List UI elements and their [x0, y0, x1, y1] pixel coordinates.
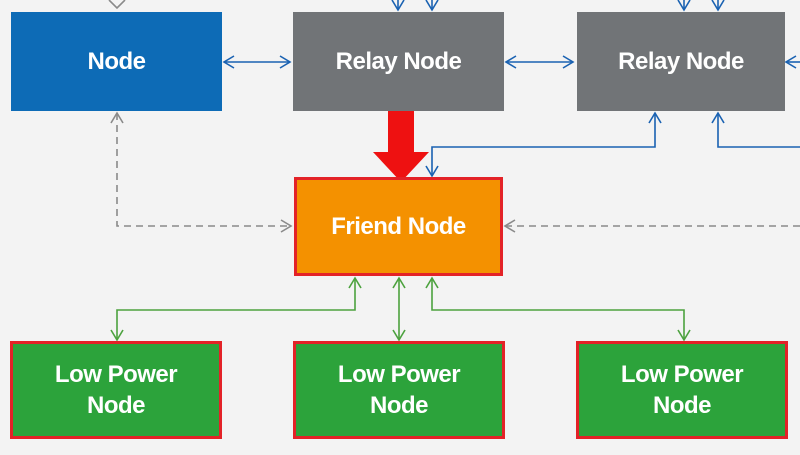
low-power-node-label-line2: Node [370, 392, 429, 419]
friend-node-box: Friend Node [294, 177, 503, 276]
link-node-top [108, 0, 126, 10]
low-power-node-label-line2: Node [653, 392, 712, 419]
link-friend-lpn3 [425, 276, 691, 342]
link-friend-lpn1 [110, 276, 362, 342]
friend-node-label: Friend Node [331, 213, 466, 240]
relay-node-label-2: Relay Node [618, 48, 744, 75]
low-power-node-box-1: Low Power Node [10, 341, 222, 439]
relay-node-label-1: Relay Node [335, 48, 462, 75]
link-node-friend-dashed [110, 111, 293, 233]
relay-node-box-2: Relay Node [577, 12, 785, 111]
low-power-node-label-line1: Low Power [337, 361, 461, 388]
low-power-node-box-2: Low Power Node [293, 341, 505, 439]
link-relay2-offscreen-lower [711, 111, 800, 148]
low-power-node-label-line1: Low Power [54, 361, 178, 388]
node-label: Node [87, 48, 147, 75]
low-power-node-label-line2: Node [87, 392, 146, 419]
highlight-arrow [373, 108, 429, 182]
low-power-node-box-3: Low Power Node [576, 341, 788, 439]
relay-node-box-1: Relay Node [293, 12, 504, 111]
node-box: Node [11, 12, 222, 111]
low-power-node-label-line1: Low Power [620, 361, 744, 388]
link-relay2-friend [425, 111, 662, 178]
